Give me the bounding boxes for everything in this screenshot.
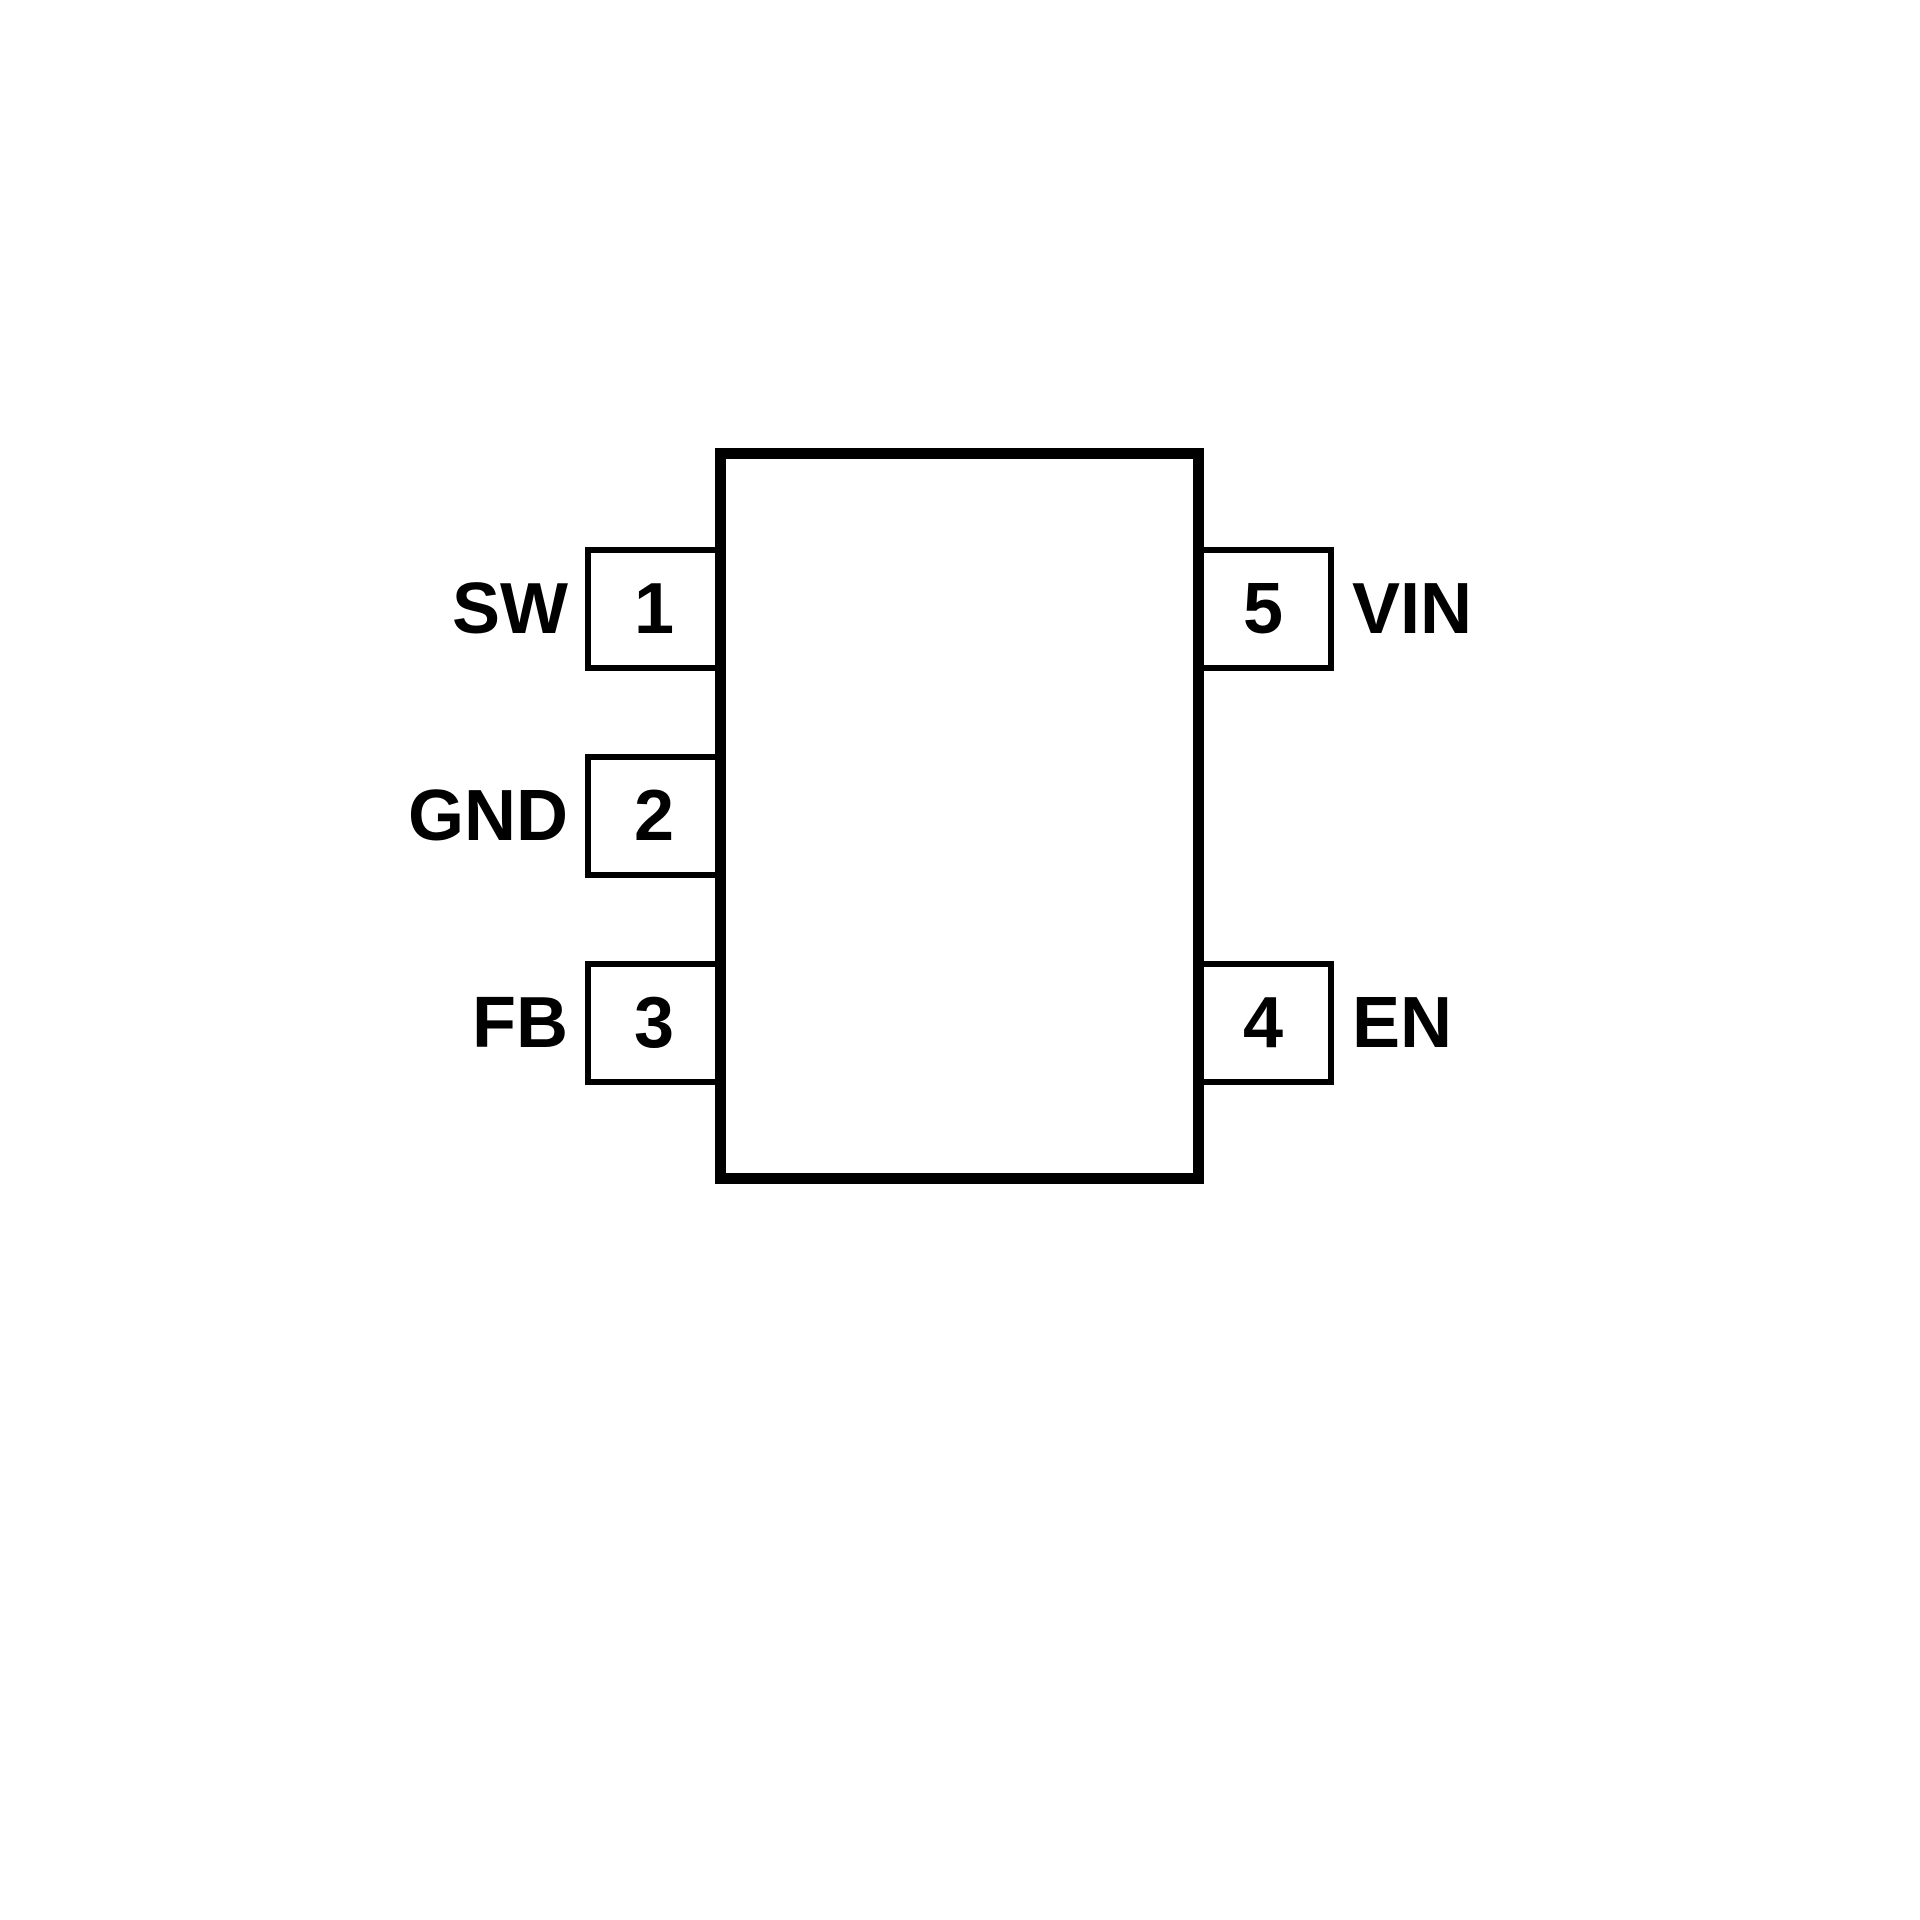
pin-5-label: VIN (1352, 569, 1473, 649)
pin-4-number: 4 (1242, 983, 1284, 1063)
pin-3-box: 3 (585, 961, 717, 1085)
pin-4-box: 4 (1198, 961, 1334, 1085)
pin-3-number: 3 (633, 983, 675, 1063)
pin-3-label: FB (472, 983, 568, 1063)
pin-5-box: 5 (1198, 547, 1334, 671)
pin-2-number: 2 (633, 776, 675, 856)
ic-package-body (715, 448, 1204, 1184)
pin-2-box: 2 (585, 754, 717, 878)
pin-4-label: EN (1352, 983, 1453, 1063)
pin-5-number: 5 (1242, 569, 1284, 649)
pin-1-number: 1 (633, 569, 675, 649)
pin-1-box: 1 (585, 547, 717, 671)
pin-2-label: GND (408, 776, 568, 856)
pin-1-label: SW (452, 569, 568, 649)
